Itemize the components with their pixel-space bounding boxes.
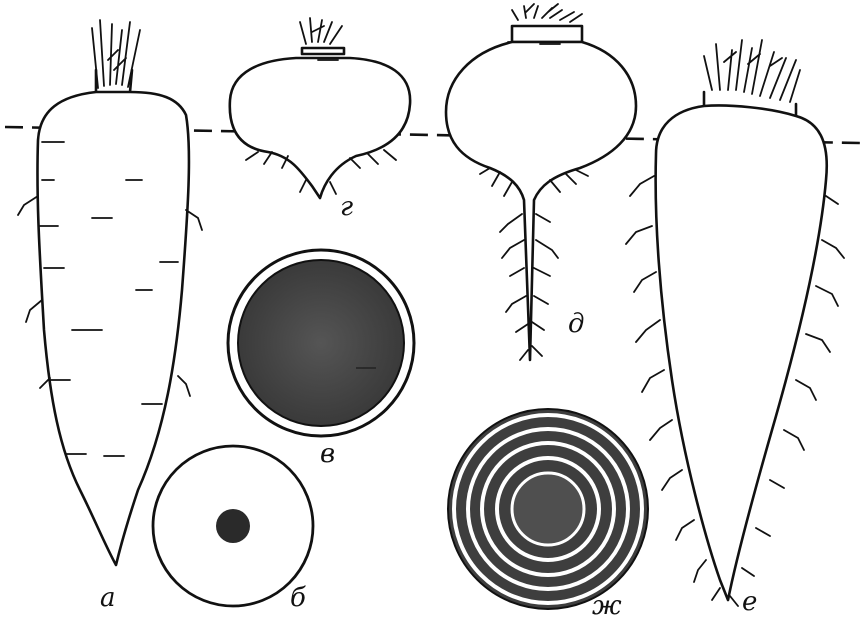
cross-section-b	[153, 446, 313, 606]
root-e	[626, 40, 844, 606]
cross-section-v	[228, 250, 414, 436]
label-a: а	[100, 583, 116, 613]
root-d	[446, 4, 636, 360]
root-g	[230, 18, 410, 198]
label-b: б	[290, 583, 306, 613]
label-e: е	[742, 587, 757, 617]
label-v: в	[320, 439, 335, 469]
label-g: г	[340, 192, 353, 222]
label-d: д	[568, 309, 584, 339]
cross-section-zh	[448, 409, 648, 609]
label-zh: ж	[592, 591, 622, 621]
